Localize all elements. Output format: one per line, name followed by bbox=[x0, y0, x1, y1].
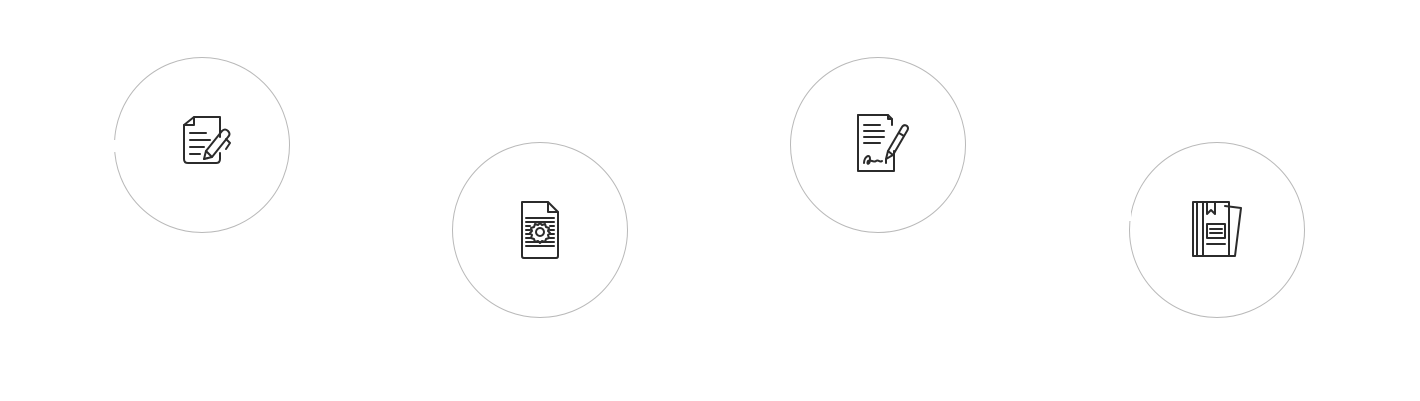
document-settings-icon bbox=[508, 198, 572, 262]
manual-book-icon bbox=[1185, 198, 1249, 262]
document-settings-circle[interactable] bbox=[452, 142, 628, 318]
manual-book-circle[interactable] bbox=[1128, 142, 1305, 318]
contract-sign-icon bbox=[846, 113, 910, 177]
contract-sign-circle[interactable] bbox=[790, 57, 967, 233]
circle-gap bbox=[1128, 209, 1131, 221]
circle-gap bbox=[964, 166, 967, 178]
circle-gap bbox=[113, 140, 116, 152]
document-edit-circle[interactable] bbox=[113, 57, 290, 233]
document-edit-icon bbox=[170, 113, 234, 177]
